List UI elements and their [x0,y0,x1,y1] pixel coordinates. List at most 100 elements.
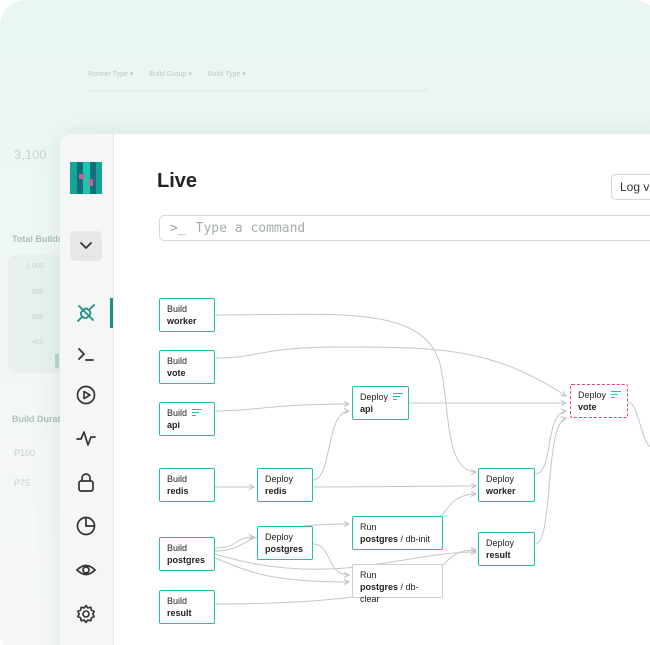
node-action: Run [360,570,377,580]
sidebar-item-runs[interactable] [74,383,98,407]
node-action: Build [167,304,188,314]
node-build-worker[interactable]: Build worker [159,298,215,332]
node-target: postgres [167,555,206,565]
node-step: / db-clear [360,582,419,604]
node-deploy-api[interactable]: Deploy api [352,386,409,420]
sidebar [60,134,114,645]
command-prompt-icon: >_ [170,220,186,236]
chevron-down-icon [80,242,92,249]
node-action: Deploy [360,392,389,402]
pulse-icon [76,431,96,446]
log-view-button[interactable]: Log v [611,174,650,200]
node-build-redis[interactable]: Build redis [159,468,215,502]
node-action: Deploy [578,390,607,400]
node-target: postgres [360,582,399,592]
node-deploy-redis[interactable]: Deploy redis [257,468,313,502]
edge-deploy-redis-deploy-worker [312,486,476,487]
play-circle-icon [76,385,96,405]
node-target: api [360,404,374,414]
workspace-dropdown-button[interactable] [70,231,102,261]
node-target: redis [167,486,189,496]
node-action: Build [167,408,188,418]
node-deploy-worker[interactable]: Deploy worker [478,468,535,502]
node-build-postgres[interactable]: Build postgres [159,537,215,571]
edge-build-api-deploy-api [214,404,349,412]
background-bar [55,354,59,368]
build-type-filter: Build Type [208,70,246,78]
gear-icon [77,604,95,624]
background-p100: P100 [14,448,36,458]
edge-build-worker-deploy-worker [214,313,476,472]
background-p75: P75 [14,478,31,488]
edge-deploy-redis-deploy-api [312,411,349,481]
edge-deploy-result-deploy-vote [534,418,566,545]
lock-icon [78,473,94,492]
background-build-duration: Build Durati [12,414,63,424]
command-placeholder: Type a command [195,220,306,236]
logs-icon [611,391,622,399]
plug-icon [77,304,95,322]
node-action: Deploy [486,538,515,548]
pipeline-graph-edges [214,313,650,605]
background-total-builds: Total Builds [12,234,63,244]
node-target: api [167,420,181,430]
logs-icon [393,393,404,401]
node-target: worker [167,316,197,326]
node-build-api[interactable]: Build api [159,402,215,436]
background-divider [88,89,428,92]
node-target: postgres [360,534,399,544]
sidebar-item-insights[interactable] [74,514,98,538]
node-target: vote [167,368,186,378]
node-deploy-vote[interactable]: Deploy vote [570,384,628,418]
node-build-vote[interactable]: Build vote [159,350,215,384]
background-filters: Runner Type Build Group Build Type [88,70,246,78]
node-run-db-clear[interactable]: Run postgres / db-clear [352,564,443,604]
node-action: Build [167,543,188,553]
edge-deploy-vote-next [626,401,650,447]
eye-icon [75,564,97,576]
node-action: Build [167,356,188,366]
page-title: Live [157,170,198,192]
node-action: Build [167,474,188,484]
sidebar-active-indicator [110,298,113,328]
node-target: worker [486,486,516,496]
node-action: Run [360,522,377,532]
sidebar-item-watch[interactable] [74,558,98,582]
node-target: redis [265,486,287,496]
edge-deploy-postgres-run-db-clear [312,543,349,575]
live-window: Live Log v >_ Type a command [60,134,650,645]
node-build-result[interactable]: Build result [159,590,215,624]
sidebar-item-pipelines[interactable] [74,301,98,325]
axis-tick-600: 600 [32,314,44,321]
command-bar[interactable]: >_ Type a command [159,215,650,241]
sidebar-item-settings[interactable] [74,602,98,626]
edge-build-postgres-run-db-clear [214,557,349,582]
node-step: / db-init [398,534,431,544]
pie-chart-icon [76,516,96,536]
sidebar-item-secrets[interactable] [74,470,98,494]
main-content: Live Log v >_ Type a command [114,134,650,645]
node-action: Build [167,596,188,606]
edge-build-postgres-deploy-postgres [214,537,254,549]
sidebar-item-terminal[interactable] [74,342,98,366]
node-action: Deploy [265,532,294,542]
node-deploy-postgres[interactable]: Deploy postgres [257,526,313,560]
terminal-icon [78,348,94,361]
background-stat: 3,100 [14,147,47,162]
node-deploy-result[interactable]: Deploy result [478,532,535,566]
axis-tick-800: 800 [32,289,44,296]
edge-build-vote-deploy-vote [214,346,566,396]
axis-tick-400: 400 [32,339,44,346]
node-target: vote [578,402,597,412]
build-group-filter: Build Group [149,70,191,78]
node-run-db-init[interactable]: Run postgres / db-init [352,516,443,550]
logs-icon [192,409,203,417]
app-logo [70,162,102,194]
node-target: result [167,608,192,618]
node-target: result [486,550,511,560]
node-action: Deploy [486,474,515,484]
node-target: postgres [265,544,304,554]
background-chart-panel [8,255,66,373]
sidebar-item-activity[interactable] [74,426,98,450]
runner-type-filter: Runner Type [88,70,133,78]
